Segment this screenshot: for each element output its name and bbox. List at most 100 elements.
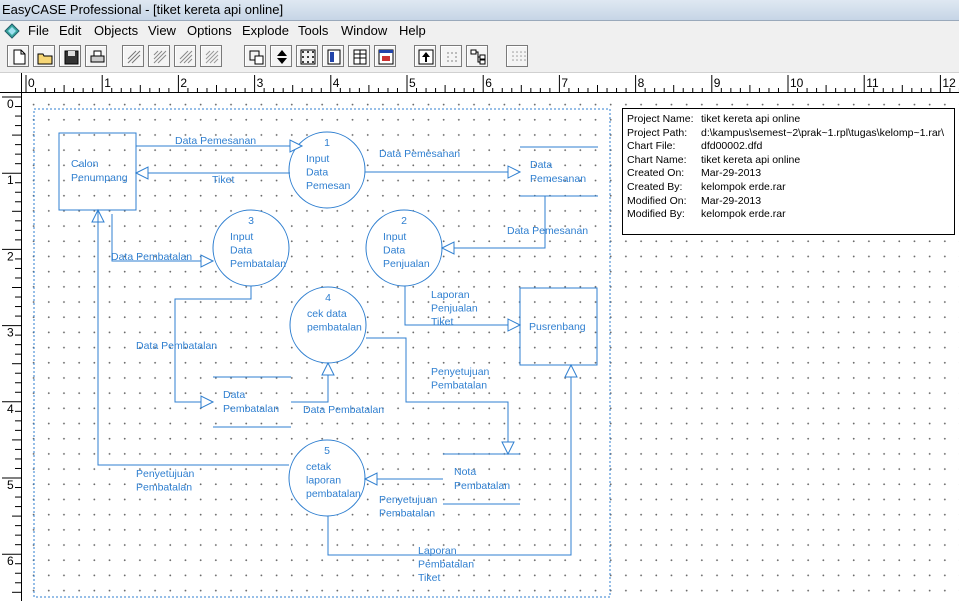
tool-hatch-4-icon — [205, 50, 219, 64]
menu-options[interactable]: Options — [187, 23, 232, 38]
h-ruler-label: 8 — [638, 76, 645, 90]
flow-label: Data Pemesanan — [379, 148, 460, 160]
flow-label: Tiket — [418, 572, 440, 584]
page-boundary — [33, 108, 611, 598]
flow-line — [442, 196, 546, 249]
flow-label: Penyetujuan — [136, 468, 195, 480]
column-view-button[interactable] — [322, 45, 344, 67]
process-label: Pembatalan — [230, 258, 286, 270]
tool-hatch-4-button[interactable] — [200, 45, 222, 67]
dotted-button[interactable] — [440, 45, 462, 67]
flow-label: Pembatalan — [379, 508, 435, 520]
flow-label: Data Pembatalan — [303, 404, 384, 416]
store-label: Nota — [454, 466, 476, 478]
flow-arrowhead — [564, 363, 578, 378]
new-file-icon — [13, 49, 26, 65]
flow-arrowhead — [134, 166, 149, 180]
h-ruler-label: 11 — [866, 76, 879, 90]
hierarchy-button[interactable] — [466, 45, 488, 67]
tool-hatch-3-icon — [179, 50, 193, 64]
store-label: Pembatalan — [223, 403, 279, 415]
flow-line — [291, 363, 329, 403]
save-disk-icon — [64, 50, 79, 65]
entity-label: Penumpang — [71, 172, 128, 184]
ruler-corner — [0, 73, 22, 93]
entity-label: Pusrenbang — [529, 321, 586, 333]
info-key: Project Path: — [627, 126, 688, 139]
dotted-grid-button[interactable] — [506, 45, 528, 67]
new-file-button[interactable] — [7, 45, 29, 67]
process-number: 5 — [324, 445, 330, 457]
open-folder-button[interactable] — [33, 45, 55, 67]
h-ruler-label: 10 — [790, 76, 804, 90]
explode-up-button[interactable] — [414, 45, 436, 67]
menu-objects[interactable]: Objects — [94, 23, 139, 38]
info-value: kelompok erde.rar — [701, 208, 786, 221]
process-label: cetak — [306, 461, 332, 473]
chart-window-button[interactable] — [374, 45, 396, 67]
process-label: Penjualan — [383, 258, 430, 270]
save-disk-button[interactable] — [59, 45, 81, 67]
tool-hatch-3-button[interactable] — [174, 45, 196, 67]
explode-up-icon — [418, 49, 434, 65]
flow-label: Pembatalan — [136, 482, 192, 494]
menu-explode[interactable]: Explode — [242, 23, 289, 38]
flow-label: Tiket — [431, 316, 453, 328]
select-rect-button[interactable] — [244, 45, 266, 67]
menu-view[interactable]: View — [148, 23, 176, 38]
h-ruler-label: 9 — [714, 76, 721, 90]
tool-hatch-2-button[interactable] — [148, 45, 170, 67]
info-key: Project Name: — [627, 113, 694, 125]
toolbar — [0, 41, 959, 73]
menu-window[interactable]: Window — [341, 23, 388, 38]
tool-hatch-1-button[interactable] — [122, 45, 144, 67]
h-ruler-label: 6 — [485, 76, 492, 90]
flow-label: Pembatalan — [418, 559, 474, 571]
table-view-icon — [353, 49, 367, 65]
menu-bar: File Edit Objects View Options Explode Tools Wi… — [0, 21, 959, 41]
info-key: Modified On: — [627, 194, 687, 207]
flow-line — [404, 286, 520, 326]
v-ruler-label: 4 — [7, 402, 14, 416]
print-button[interactable] — [85, 45, 107, 67]
menu-tools[interactable]: Tools — [298, 23, 329, 38]
info-value: Mar-29-2013 — [701, 194, 762, 207]
grid-dots-button[interactable] — [296, 45, 318, 67]
process-label: Pemesan — [306, 180, 351, 192]
v-ruler-label: 5 — [7, 478, 14, 492]
v-ruler-label: 3 — [7, 326, 14, 340]
process-label: cek data — [307, 308, 347, 320]
flow-arrowhead — [200, 254, 215, 268]
open-folder-icon — [37, 53, 53, 65]
menu-help[interactable]: Help — [399, 23, 426, 38]
h-ruler-label: 0 — [28, 76, 35, 90]
menu-edit[interactable]: Edit — [59, 23, 82, 38]
flow-line — [366, 337, 509, 454]
flow-label: Data Pemesanan — [175, 135, 256, 147]
process-label: Input — [306, 153, 329, 165]
hierarchy-icon — [470, 49, 486, 65]
flow-arrowhead — [507, 318, 522, 332]
flow-arrowhead — [363, 472, 378, 486]
flow-line — [174, 286, 252, 403]
info-key: Modified By: — [627, 208, 685, 221]
process-number: 2 — [401, 215, 407, 227]
process-number: 1 — [324, 137, 330, 149]
move-updown-button[interactable] — [270, 45, 292, 67]
flow-label: Data Pembatalan — [136, 340, 217, 352]
entity-box-pusrenbang — [519, 287, 598, 366]
process-label: laporan — [306, 475, 341, 487]
print-icon — [90, 50, 105, 63]
flow-label: Laporan — [431, 289, 470, 301]
info-key: Chart File: — [627, 140, 676, 153]
info-value: tiket kereta api online — [701, 113, 801, 125]
menu-file[interactable]: File — [28, 23, 49, 38]
app-diamond-icon[interactable] — [4, 23, 20, 39]
window-title: EasyCASE Professional - [tiket kereta ap… — [2, 2, 284, 17]
table-view-button[interactable] — [348, 45, 370, 67]
process-label: Data — [230, 245, 252, 257]
process-circle-1 — [288, 131, 366, 209]
